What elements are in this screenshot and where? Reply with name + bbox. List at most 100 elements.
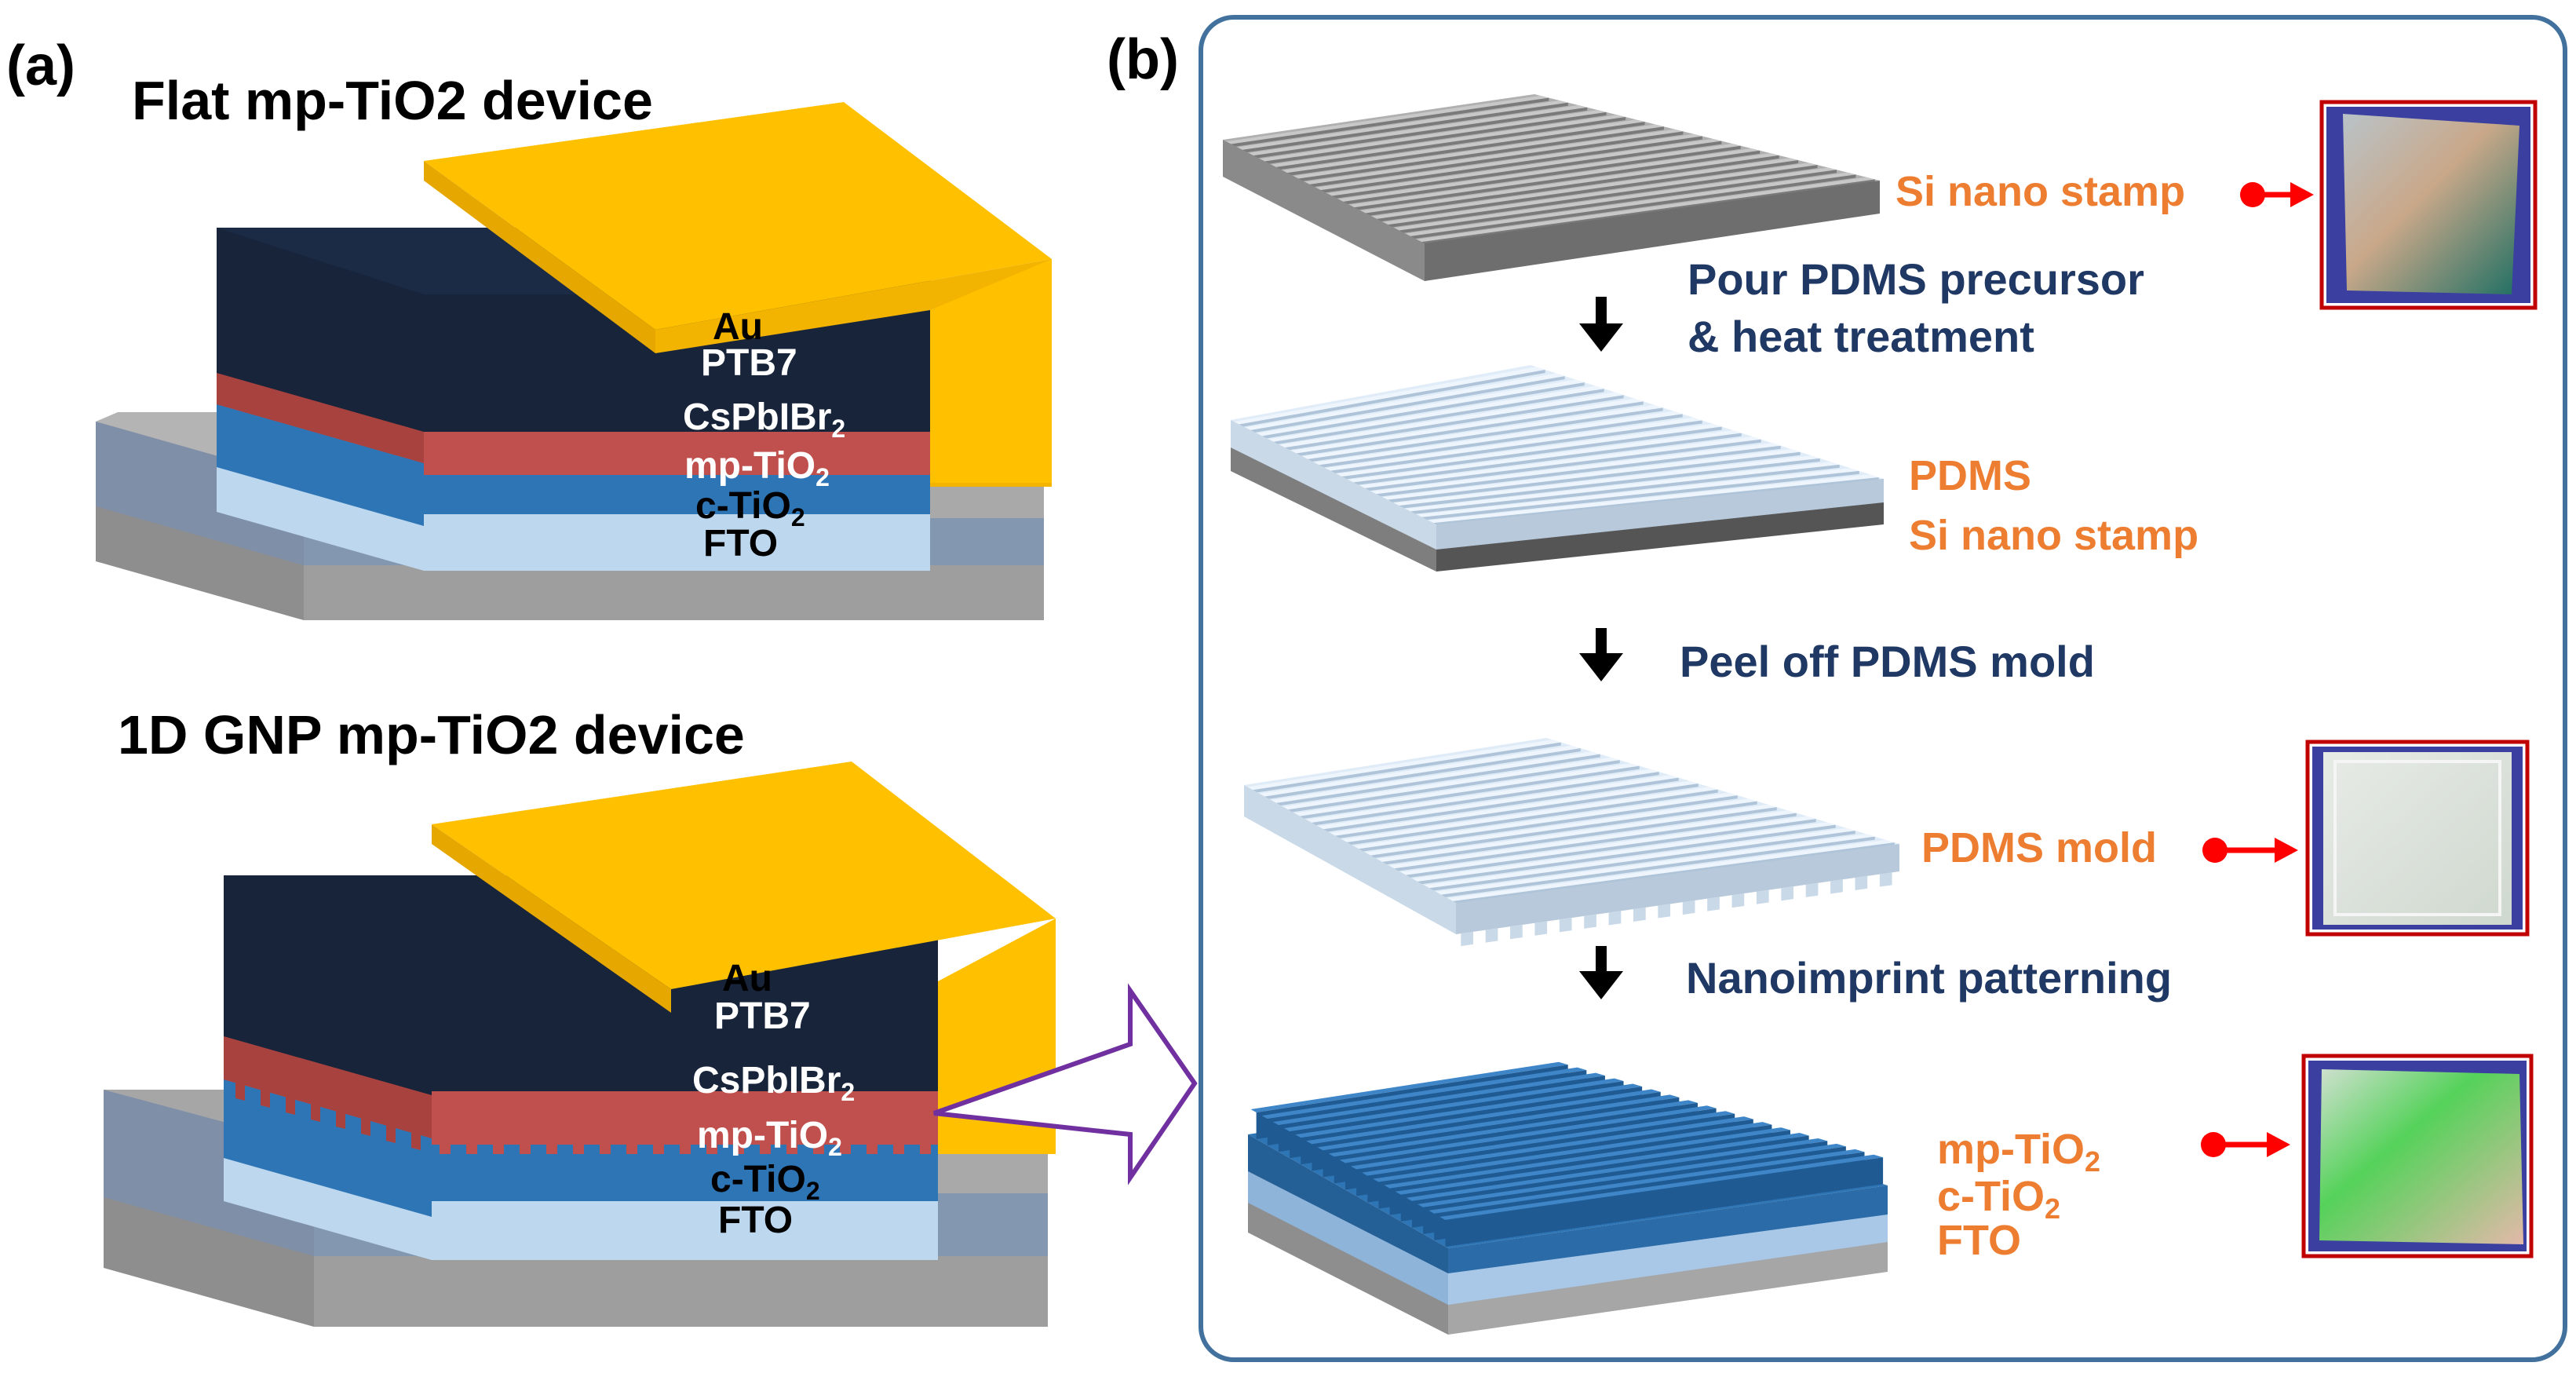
stamp-ridge bbox=[1315, 133, 1702, 191]
flat-label-cspbibr: CsPbIBr2 bbox=[683, 396, 845, 443]
mold-tooth bbox=[1707, 897, 1720, 911]
grating-tooth bbox=[626, 1137, 637, 1154]
stamp-ridge bbox=[1343, 145, 1741, 205]
gnp-layer-stack bbox=[224, 875, 938, 1260]
mold-tooth bbox=[1781, 886, 1794, 901]
step3-label: PDMS mold bbox=[1921, 824, 2157, 871]
mold-tooth bbox=[1830, 879, 1843, 894]
pdms-ridge bbox=[1371, 443, 1781, 495]
mold-tooth bbox=[1855, 875, 1868, 890]
arrow-step2 bbox=[1579, 628, 1623, 681]
pdms-ridge bbox=[1308, 407, 1663, 462]
mold-ridge bbox=[1370, 801, 1757, 859]
tio2-ridge-top bbox=[1406, 1138, 1828, 1201]
stamp-ridge bbox=[1332, 141, 1722, 199]
mold-ridge bbox=[1247, 740, 1561, 791]
stamp-ridge bbox=[1377, 160, 1799, 222]
mold-ridge bbox=[1424, 827, 1855, 889]
flat-label-au: Au bbox=[713, 306, 763, 348]
tio2-ridges bbox=[1250, 1061, 1884, 1247]
mold-ridge bbox=[1365, 798, 1757, 856]
grating-tooth bbox=[466, 1137, 477, 1154]
flat-device: Flat mp-TiO2 device bbox=[96, 70, 1052, 620]
mold-ridges bbox=[1247, 740, 1895, 904]
mold-ridge bbox=[1276, 754, 1600, 806]
mold-ridge bbox=[1288, 760, 1620, 813]
stamp-ridges bbox=[1226, 95, 1875, 246]
mold-ridge bbox=[1335, 783, 1698, 839]
step2-label-line1: PDMS bbox=[1909, 452, 2031, 499]
mold-ridge bbox=[1341, 787, 1718, 842]
gnp-device-title: 1D GNP mp-TiO2 device bbox=[118, 704, 745, 765]
grating-tooth bbox=[493, 1137, 504, 1154]
tio2-ridge-top bbox=[1328, 1100, 1698, 1157]
pdms-ridge bbox=[1302, 404, 1663, 459]
tio2-ridge-top bbox=[1272, 1072, 1605, 1126]
step4-imprinted-film bbox=[1248, 1061, 1888, 1335]
mold-ridge bbox=[1318, 775, 1679, 830]
callout-arrow bbox=[933, 983, 1198, 1185]
stamp-ridge bbox=[1282, 119, 1645, 173]
mold-ridge bbox=[1294, 763, 1640, 816]
stamp-ridge bbox=[1293, 124, 1664, 179]
grating-tooth bbox=[386, 1124, 396, 1143]
pdms-ridge bbox=[1296, 401, 1644, 457]
stamp-ridge bbox=[1275, 117, 1626, 170]
mold-tooth bbox=[1658, 904, 1671, 919]
mold-ridge bbox=[1441, 836, 1875, 898]
mold-ridge bbox=[1388, 810, 1797, 869]
flat-label-ptb7: PTB7 bbox=[701, 342, 797, 384]
arrow1-text-line2: & heat treatment bbox=[1688, 312, 2034, 361]
pdms-ridge bbox=[1421, 470, 1859, 520]
gnp-label-c-tio2: c-TiO2 bbox=[710, 1159, 820, 1205]
pdms-ridge bbox=[1314, 411, 1683, 466]
step1-pointer bbox=[2240, 182, 2314, 207]
stamp-ridge bbox=[1309, 131, 1684, 188]
mold-ridge bbox=[1406, 819, 1816, 878]
tio2-ridge-top bbox=[1295, 1083, 1643, 1138]
mold-tooth bbox=[1731, 893, 1745, 908]
mold-ridge bbox=[1412, 822, 1836, 882]
mold-ridge bbox=[1330, 780, 1698, 836]
stamp-ridge bbox=[1394, 167, 1837, 231]
stamp-ridge bbox=[1399, 170, 1837, 234]
stamp-ridge bbox=[1304, 129, 1684, 184]
grating-tooth bbox=[600, 1137, 611, 1154]
pdms-ridge bbox=[1325, 417, 1702, 471]
mold-ridge bbox=[1259, 745, 1581, 797]
grating-tooth bbox=[840, 1137, 851, 1154]
stamp-ridge bbox=[1298, 126, 1664, 182]
grating-tooth bbox=[311, 1103, 320, 1122]
mold-tooth bbox=[1485, 928, 1498, 943]
stamp-ridge bbox=[1405, 172, 1856, 236]
grating-tooth bbox=[680, 1137, 691, 1154]
pdms-ridge bbox=[1291, 398, 1644, 454]
stamp-ridge bbox=[1287, 122, 1645, 177]
pdms-ridge bbox=[1417, 468, 1859, 517]
flat-au-electrode bbox=[424, 102, 1052, 487]
mold-tooth bbox=[1756, 889, 1769, 904]
mold-ridge bbox=[1436, 834, 1875, 895]
mold-ridge bbox=[1359, 795, 1738, 853]
mold-ridge bbox=[1264, 748, 1581, 800]
mold-ridge bbox=[1418, 824, 1836, 885]
pdms-ridge bbox=[1382, 449, 1801, 500]
mold-teeth bbox=[1461, 872, 1892, 947]
stamp-ridge bbox=[1226, 95, 1549, 144]
grating-tooth bbox=[235, 1082, 245, 1101]
pdms-ridge bbox=[1394, 455, 1820, 506]
panel-a-label: (a) bbox=[6, 35, 75, 97]
stamp-ridge bbox=[1271, 115, 1626, 167]
stamp-ridge bbox=[1242, 102, 1568, 153]
mold-tooth bbox=[1510, 925, 1523, 940]
mold-ridge bbox=[1300, 765, 1640, 820]
stamp-ridge bbox=[1349, 148, 1761, 208]
pdms-ridges bbox=[1234, 367, 1879, 527]
mold-tooth bbox=[1805, 882, 1819, 897]
arrow-step1 bbox=[1579, 297, 1623, 352]
tio2-ridge-top bbox=[1261, 1067, 1587, 1119]
step4-label-line1: mp-TiO2 bbox=[1937, 1126, 2100, 1178]
pdms-ridge bbox=[1279, 392, 1624, 448]
mold-ridge bbox=[1283, 757, 1620, 810]
pdms-ridge bbox=[1268, 385, 1604, 442]
